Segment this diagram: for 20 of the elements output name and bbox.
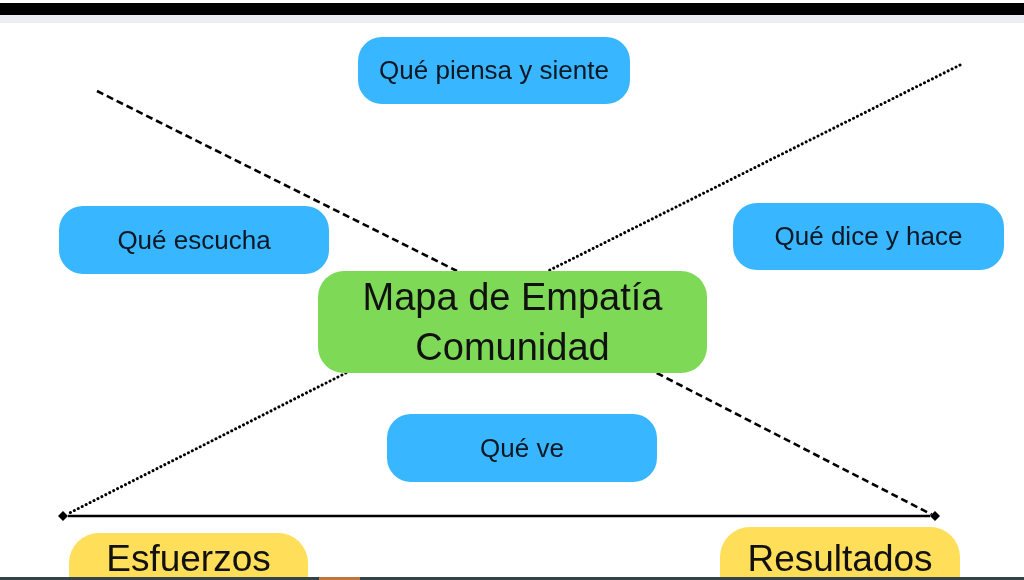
label-pill <box>387 414 657 482</box>
label-pill <box>59 206 329 274</box>
connector-line <box>68 514 930 518</box>
dashed-line <box>96 89 458 273</box>
axis-label-pill <box>720 527 960 577</box>
node-text: Esfuerzos <box>106 542 271 576</box>
diamond-marker <box>930 511 940 521</box>
axis-label-pill <box>69 533 308 577</box>
title-box <box>318 271 707 373</box>
node-text: Qué piensa y siente <box>379 54 609 87</box>
diamond-marker <box>58 511 68 521</box>
node-text: Qué ve <box>480 431 564 465</box>
node-text: Qué escucha <box>117 223 271 257</box>
node-text: Resultados <box>747 542 933 576</box>
dashed-line <box>656 371 933 516</box>
node-text: Qué dice y hace <box>774 220 963 253</box>
node-text: Mapa de Empatía Comunidad <box>361 275 664 370</box>
dotted-line <box>546 63 962 273</box>
label-pill <box>733 203 1004 270</box>
label-pill <box>358 37 630 104</box>
